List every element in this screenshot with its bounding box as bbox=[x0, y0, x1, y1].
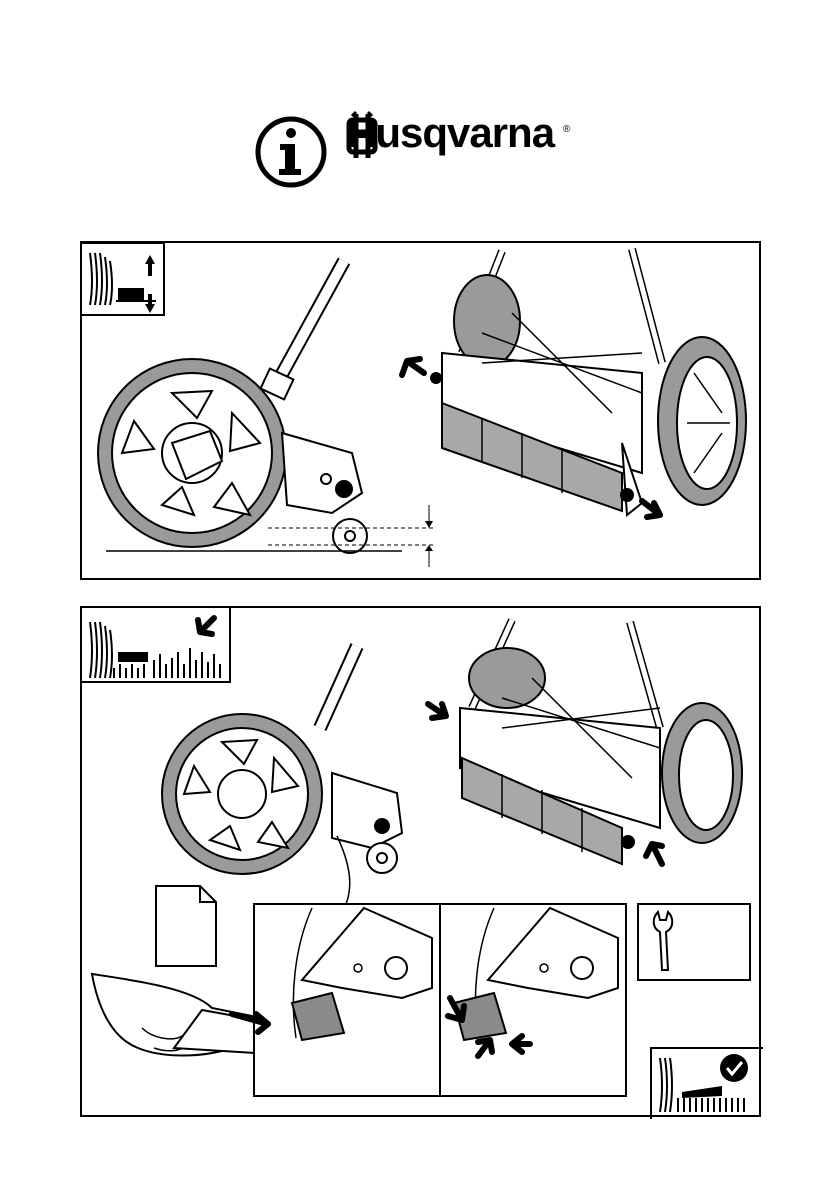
grass-uneven-cut-icon bbox=[82, 608, 230, 682]
blade-adjust-detail bbox=[232, 904, 626, 1096]
wrench-icon bbox=[638, 904, 750, 980]
panel-uneven-cut-adjust bbox=[80, 606, 761, 1117]
mower-wheel-side-view bbox=[162, 646, 402, 904]
grass-even-cut-check-icon bbox=[651, 1048, 763, 1119]
panel-cutting-height bbox=[80, 241, 761, 580]
paper-sheet-icon bbox=[156, 886, 216, 966]
registered-mark: ® bbox=[563, 124, 570, 135]
panel-1-illustration bbox=[82, 243, 763, 582]
cutting-height-adjust-icon bbox=[82, 243, 164, 315]
mower-front-view-height-adjust bbox=[402, 249, 746, 517]
info-icon bbox=[258, 119, 324, 185]
brand-name: Husqvarna bbox=[346, 112, 554, 154]
mower-front-view-press bbox=[428, 620, 742, 864]
panel-2-illustration bbox=[82, 608, 763, 1119]
